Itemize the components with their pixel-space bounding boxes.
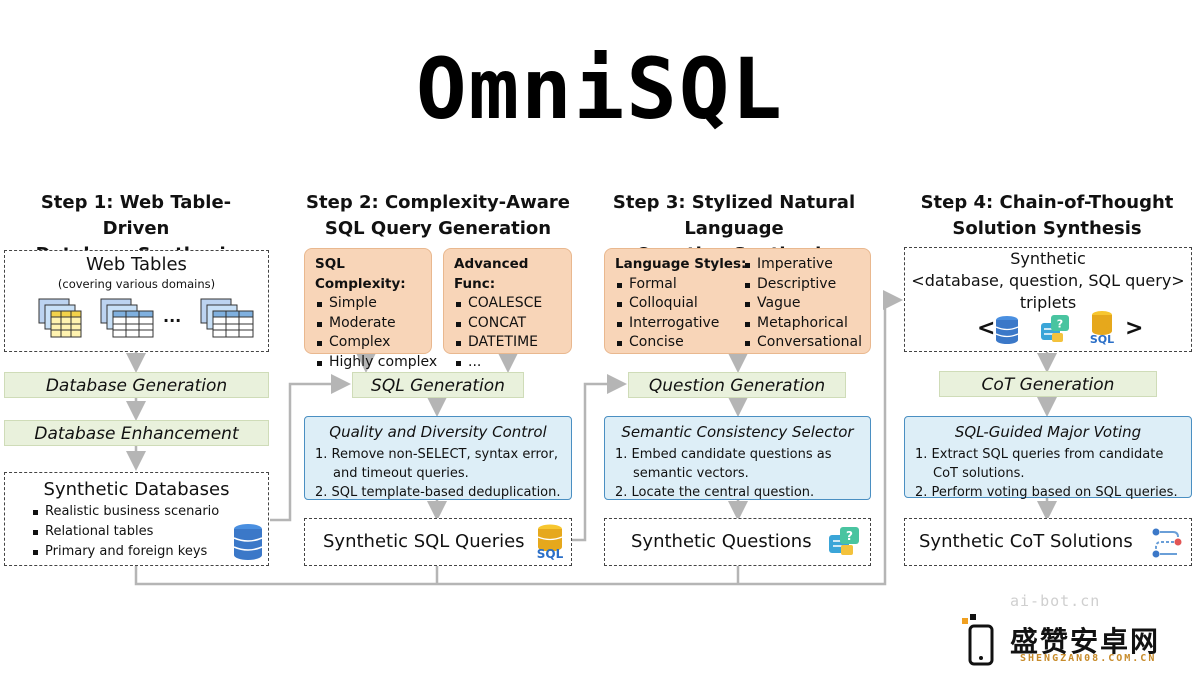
- triplet-line1: Synthetic: [1010, 249, 1086, 268]
- sql-generation-stage: SQL Generation: [352, 372, 524, 398]
- reasoning-path-icon: [1152, 528, 1182, 558]
- watermark-site-url: SHENGZAN08.COM.CN: [1020, 653, 1157, 664]
- phone-logo-icon: [960, 612, 996, 668]
- triplet-left-bracket: <: [977, 316, 996, 341]
- step3-heading-line1: Step 3: Stylized Natural Language: [612, 192, 856, 239]
- sql-icon-label: SQL: [536, 547, 564, 561]
- triplets-box: Synthetic <database, question, SQL query…: [904, 247, 1192, 352]
- database-icon: [995, 316, 1019, 344]
- voting-item: 2. Perform voting based on SQL queries.: [915, 485, 1178, 500]
- synthetic-cot-solutions-box: Synthetic CoT Solutions: [904, 518, 1192, 566]
- question-chat-icon: ?: [829, 527, 859, 555]
- synthetic-db-item: Relational tables: [31, 522, 268, 542]
- sql-icon-label: SQL: [1089, 333, 1115, 346]
- qdc-item: 1. Remove non-SELECT, syntax error, and …: [315, 447, 558, 481]
- page-title: OmniSQL: [415, 40, 784, 138]
- tables-ellipsis: ...: [163, 307, 182, 326]
- sql-guided-voting-box: SQL-Guided Major Voting 1. Extract SQL q…: [904, 416, 1192, 500]
- func-item: COALESCE: [454, 294, 561, 314]
- svg-text:?: ?: [1057, 318, 1063, 331]
- style-item: Colloquial: [615, 294, 746, 314]
- web-tables-title: Web Tables: [86, 254, 187, 275]
- complexity-item: Complex: [315, 333, 421, 353]
- sql-database-icon: SQL: [1085, 310, 1119, 350]
- synthetic-questions-box: Synthetic Questions ?: [604, 518, 871, 566]
- step2-heading-line1: Step 2: Complexity-Aware: [306, 192, 570, 213]
- style-item: Metaphorical: [743, 314, 862, 334]
- sql-database-icon: SQL: [533, 523, 567, 563]
- triplet-line2: <database, question, SQL query>: [911, 271, 1185, 290]
- database-enhancement-stage: Database Enhancement: [4, 420, 269, 446]
- selector-item: 1. Embed candidate questions as semantic…: [615, 447, 832, 481]
- style-item: Concise: [615, 333, 746, 353]
- synthetic-databases-title: Synthetic Databases: [43, 479, 230, 500]
- voting-item: 1. Extract SQL queries from candidate Co…: [915, 447, 1164, 481]
- step2-heading: Step 2: Complexity-Aware SQL Query Gener…: [300, 190, 576, 242]
- step4-heading: Step 4: Chain-of-Thought Solution Synthe…: [906, 190, 1188, 242]
- quality-diversity-control-title: Quality and Diversity Control: [329, 423, 547, 441]
- step2-heading-line2: SQL Query Generation: [324, 218, 552, 239]
- table-stack-icon: [38, 298, 82, 338]
- table-stack-icon: [100, 298, 154, 338]
- question-generation-stage: Question Generation: [628, 372, 846, 398]
- web-tables-subtitle: (covering various domains): [57, 277, 216, 291]
- sql-complexity-title: SQL Complexity:: [315, 256, 406, 292]
- complexity-item: Highly complex: [315, 353, 437, 373]
- step4-heading-line1: Step 4: Chain-of-Thought: [920, 192, 1174, 213]
- synthetic-db-item: Primary and foreign keys: [31, 542, 268, 562]
- step4-heading-line2: Solution Synthesis: [952, 218, 1142, 239]
- style-item: Conversational: [743, 333, 862, 353]
- func-item: CONCAT: [454, 314, 561, 334]
- func-item: ...: [454, 353, 561, 373]
- style-item: Interrogative: [615, 314, 746, 334]
- synthetic-cot-solutions-label: Synthetic CoT Solutions: [919, 531, 1133, 552]
- synthetic-databases-box: Synthetic Databases Realistic business s…: [4, 472, 269, 566]
- func-item: DATETIME: [454, 333, 561, 353]
- svg-text:?: ?: [846, 529, 853, 543]
- synthetic-questions-label: Synthetic Questions: [631, 531, 812, 552]
- language-styles-box: Language Styles: Formal Colloquial Inter…: [604, 248, 871, 354]
- style-item: Formal: [615, 275, 746, 295]
- question-chat-icon: ?: [1041, 315, 1069, 342]
- table-stack-icon: [200, 298, 254, 338]
- selector-item: 2. Locate the central question.: [615, 485, 815, 500]
- language-styles-title: Language Styles:: [615, 256, 747, 272]
- watermark-ai-bot: ai-bot.cn: [1010, 592, 1101, 610]
- complexity-item: Moderate: [315, 314, 421, 334]
- synthetic-sql-queries-label: Synthetic SQL Queries: [323, 531, 525, 552]
- advanced-func-title: Advanced Func:: [454, 256, 529, 292]
- cot-generation-stage: CoT Generation: [939, 371, 1157, 397]
- semantic-consistency-selector-box: Semantic Consistency Selector 1. Embed c…: [604, 416, 871, 500]
- complexity-item: Simple: [315, 294, 421, 314]
- quality-diversity-control-box: Quality and Diversity Control 1. Remove …: [304, 416, 572, 500]
- watermark-site-name: 盛赞安卓网: [1010, 625, 1161, 658]
- step1-heading-line1: Step 1: Web Table-Driven: [40, 192, 232, 239]
- database-generation-stage: Database Generation: [4, 372, 269, 398]
- advanced-func-box: Advanced Func: COALESCE CONCAT DATETIME …: [443, 248, 572, 370]
- style-item: Vague: [743, 294, 862, 314]
- web-tables-box: Web Tables (covering various domains): [4, 250, 269, 352]
- sql-guided-voting-title: SQL-Guided Major Voting: [954, 423, 1142, 441]
- table-stack-icons: [38, 298, 254, 338]
- triplet-line3: triplets: [1019, 293, 1077, 312]
- triplet-right-bracket: >: [1125, 316, 1144, 341]
- synthetic-db-item: Realistic business scenario: [31, 502, 268, 522]
- sql-complexity-box: SQL Complexity: Simple Moderate Complex …: [304, 248, 437, 370]
- semantic-consistency-selector-title: Semantic Consistency Selector: [621, 423, 854, 441]
- style-item: Imperative: [743, 255, 862, 275]
- database-icon: [233, 524, 263, 560]
- style-item: Descriptive: [743, 275, 862, 295]
- synthetic-sql-queries-box: Synthetic SQL Queries SQL: [304, 518, 572, 566]
- qdc-item: 2. SQL template-based deduplication.: [315, 485, 561, 500]
